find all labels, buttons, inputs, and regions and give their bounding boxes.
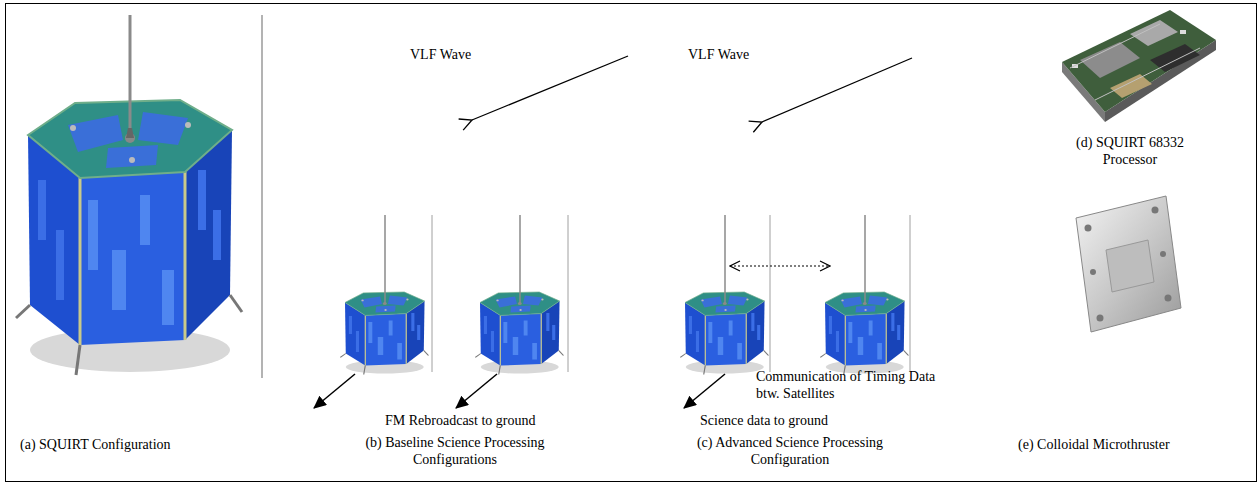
downlink-label: FM Rebroadcast to ground xyxy=(385,412,535,429)
figure-caption: (d) SQUIRT 68332 Processor xyxy=(1050,134,1210,168)
downlink-label: Science data to ground xyxy=(700,412,828,429)
large-satellite xyxy=(16,15,262,378)
wave-label: VLF Wave xyxy=(688,46,749,63)
small-satellites xyxy=(340,215,910,375)
microthruster xyxy=(1076,196,1181,332)
figure-caption: (b) Baseline Science Processing Configur… xyxy=(360,434,550,468)
figure-caption: (a) SQUIRT Configuration xyxy=(20,436,171,453)
figure-caption: (c) Advanced Science Processing Configur… xyxy=(690,434,890,468)
link-label: Communication of Timing Data btw. Satell… xyxy=(756,368,936,402)
processor-board xyxy=(1062,10,1216,122)
arrows xyxy=(314,56,912,408)
figure-border xyxy=(6,4,1257,482)
figure-caption: (e) Colloidal Microthruster xyxy=(1018,436,1170,453)
wave-label: VLF Wave xyxy=(410,46,471,63)
